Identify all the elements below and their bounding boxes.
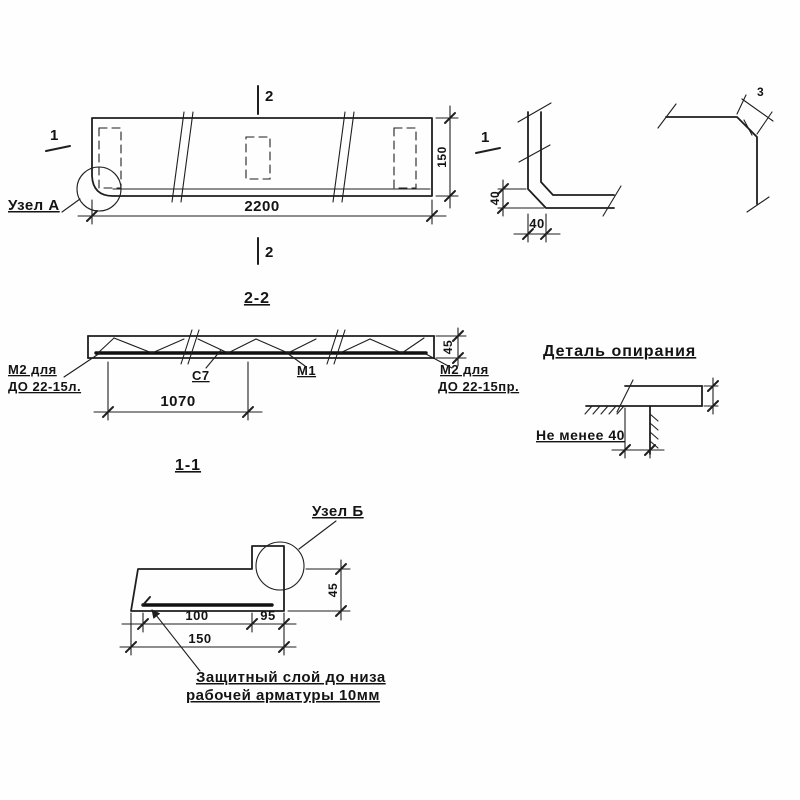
dim-45: 45 — [441, 340, 455, 354]
section-mark-1-left: 1 — [50, 127, 59, 144]
dim-40-bottom: 40 — [529, 216, 544, 231]
right-mesh-label-line1: М2 для — [440, 362, 489, 377]
dim-40-bottom-lines — [513, 213, 561, 243]
channel-inner-line — [540, 111, 615, 196]
section-cut-2: 2 2 — [257, 85, 274, 265]
plan-view: 2 2 1 1 2200 150 Узел А — [8, 85, 501, 265]
slab-edge-outline — [130, 545, 285, 612]
corner-detail: 3 — [657, 85, 774, 213]
section-2-2-title: 2-2 — [244, 290, 270, 307]
dim-1070: 1070 — [160, 393, 195, 410]
bottom-dims-lines — [119, 612, 297, 656]
dim-2200-lines — [77, 199, 447, 225]
section-1-1: 1-1 Узел Б 45 100 95 — [119, 457, 386, 704]
node-a-circle — [76, 166, 122, 212]
section-mark-1-right: 1 — [481, 129, 490, 146]
section-break-marks — [180, 329, 346, 365]
left-mesh-label-line1: М2 для — [8, 362, 57, 377]
dim-45-edge-lines — [287, 559, 351, 621]
protective-layer-note-line1: Защитный слой до низа — [196, 669, 386, 686]
wall-hatching — [584, 405, 659, 455]
c7-label: С7 — [192, 368, 210, 383]
bar-end-hook — [142, 596, 151, 606]
dim-45-lines — [435, 327, 467, 367]
slab-outline — [87, 335, 435, 359]
section-cut-1: 1 1 — [45, 127, 501, 154]
dim-100: 100 — [185, 608, 208, 623]
left-mesh-label-line2: ДО 22-15л. — [8, 379, 81, 394]
plan-break-marks — [171, 111, 355, 203]
c7-leader — [205, 349, 222, 369]
channel-outer-line — [527, 111, 615, 209]
node-b-circle — [255, 541, 305, 591]
m1-leader — [286, 352, 306, 367]
dim-150-lines — [435, 105, 459, 209]
right-mesh-label-line2: ДО 22-15пр. — [438, 379, 519, 394]
node-b-leader — [298, 520, 337, 550]
section-1-1-title: 1-1 — [175, 457, 201, 474]
dim-1070-lines — [93, 361, 263, 421]
section-mark-2-bottom: 2 — [265, 244, 274, 261]
dim-3-lines — [736, 94, 774, 135]
channel-section-detail: 40 40 — [488, 102, 622, 243]
corner-break-marks — [657, 103, 770, 213]
section-mark-2-top: 2 — [265, 88, 274, 105]
dim-150: 150 — [435, 146, 449, 168]
support-detail: Деталь опирания — [536, 343, 719, 459]
bearing-length-dim-lines — [611, 407, 665, 459]
dim-95: 95 — [260, 608, 275, 623]
right-mesh-leader — [423, 352, 453, 369]
dim-2200: 2200 — [244, 198, 279, 215]
dim-40-left-lines — [497, 179, 545, 217]
support-slab — [585, 379, 703, 413]
channel-break-marks — [517, 102, 622, 217]
section-2-2: 2-2 М2 для ДО 22-15л. — [8, 290, 519, 421]
support-detail-title: Деталь опирания — [543, 343, 696, 360]
corner-outline — [665, 116, 758, 205]
m1-label: М1 — [297, 363, 316, 378]
node-a-label: Узел А — [8, 197, 60, 214]
node-b-label: Узел Б — [312, 503, 364, 520]
support-note: Не менее 40 — [536, 427, 625, 443]
plan-anchor-voids-dashed — [98, 127, 417, 189]
dim-3: 3 — [757, 85, 764, 99]
left-mesh-leader — [63, 352, 101, 378]
protective-layer-note-line2: рабочей арматуры 10мм — [186, 687, 380, 704]
plan-outline — [91, 117, 433, 197]
reinforcement-diagonals — [97, 337, 425, 354]
dim-40-left: 40 — [488, 191, 502, 205]
node-a-leader — [61, 198, 81, 213]
slab-end-dim-lines — [703, 377, 719, 415]
dim-45-edge: 45 — [326, 583, 340, 597]
protective-layer-leader — [151, 609, 201, 672]
dim-150: 150 — [188, 631, 211, 646]
